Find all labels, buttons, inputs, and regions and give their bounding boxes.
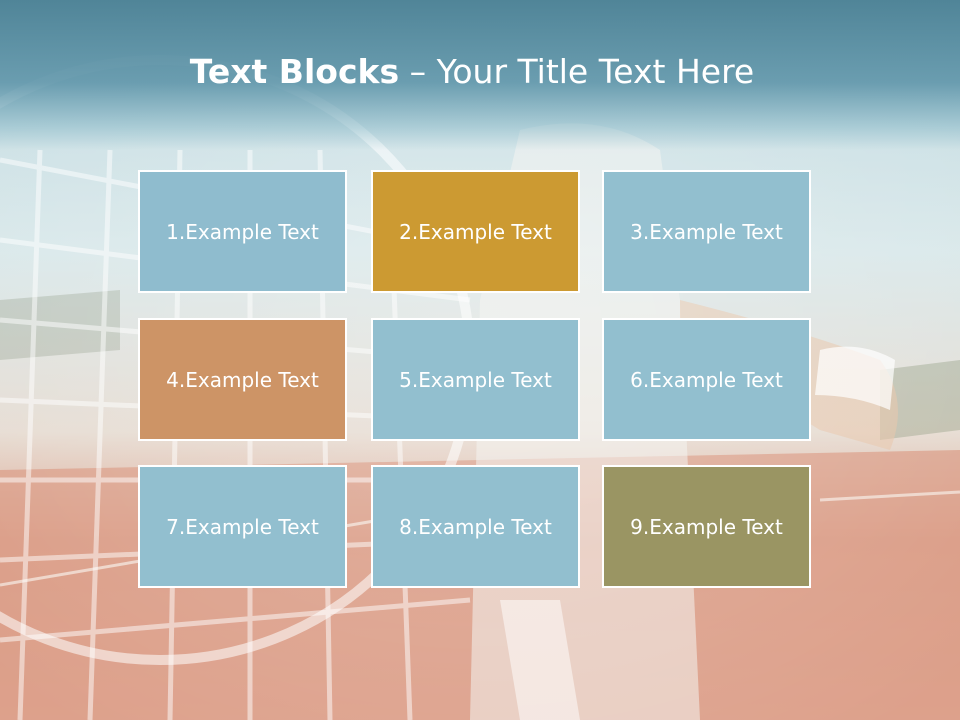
text-block-3[interactable]: 3.Example Text — [602, 170, 811, 293]
title-dash: – — [399, 52, 437, 91]
text-block-4[interactable]: 4.Example Text — [138, 318, 347, 441]
title-rest: Your Title Text Here — [436, 52, 755, 91]
text-block-7[interactable]: 7.Example Text — [138, 465, 347, 588]
title-bold: Text Blocks — [189, 52, 400, 91]
text-block-6[interactable]: 6.Example Text — [602, 318, 811, 441]
text-block-2[interactable]: 2.Example Text — [371, 170, 580, 293]
text-block-9[interactable]: 9.Example Text — [602, 465, 811, 588]
slide-title: Text Blocks – Your Title Text Here — [0, 52, 944, 91]
text-block-1[interactable]: 1.Example Text — [138, 170, 347, 293]
text-block-grid: 1.Example Text 2.Example Text 3.Example … — [138, 170, 815, 594]
text-block-5[interactable]: 5.Example Text — [371, 318, 580, 441]
title-band — [0, 0, 960, 150]
text-block-8[interactable]: 8.Example Text — [371, 465, 580, 588]
